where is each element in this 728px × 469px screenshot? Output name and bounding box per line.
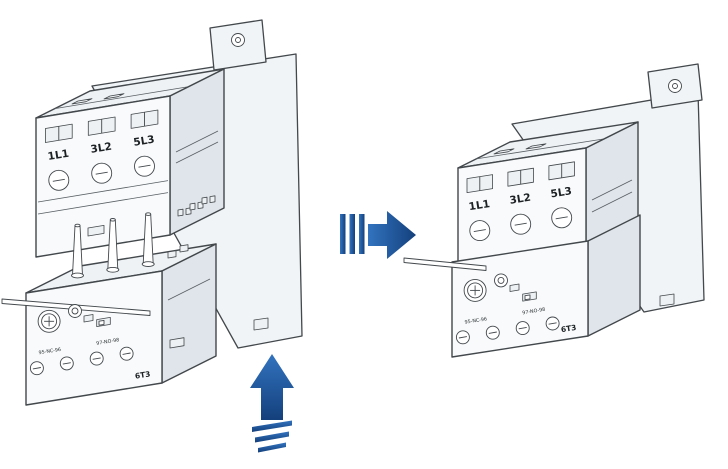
top-vent	[525, 143, 547, 150]
arrow-bar	[340, 214, 346, 254]
reset-button	[494, 273, 508, 288]
overload-relay: 95-NC-96 97-NO-98 6T3	[1, 212, 217, 406]
terminal-label: 5L3	[133, 134, 156, 149]
assembled-view: 1L1 3L2 5L3	[403, 63, 705, 358]
status-window	[83, 314, 94, 323]
relay-top-socket	[167, 250, 177, 259]
contactor: 1L1 3L2 5L3	[35, 68, 225, 258]
mounting-hole-center-icon	[235, 37, 241, 43]
adjustment-dial	[463, 278, 487, 302]
plug-sockets	[177, 195, 216, 217]
terminal-slots	[45, 109, 159, 143]
aux-contact-label: 97-NO-98	[96, 337, 120, 347]
terminal-label: 5L3	[550, 185, 573, 200]
terminal-slots	[466, 161, 575, 194]
top-groove	[476, 138, 605, 160]
plate-foot	[659, 293, 675, 307]
top-groove	[54, 86, 189, 109]
arrow-bar	[359, 214, 365, 254]
arrow-bar	[349, 214, 355, 254]
exploded-view: 1L1 3L2 5L3	[1, 19, 303, 453]
rail-clip	[169, 337, 185, 349]
trip-lever	[403, 257, 487, 271]
aux-contact-label: 97-NO-98	[522, 307, 546, 317]
front-groove	[37, 180, 169, 203]
insert-direction-arrow	[250, 354, 294, 453]
terminal-label: 1L1	[468, 198, 491, 213]
relay-bottom-terminals	[455, 316, 560, 345]
overload-relay: 95-NC-96 97-NO-98 6T3	[403, 214, 641, 358]
adjustment-dial	[37, 309, 61, 333]
relay-front-face	[25, 270, 163, 406]
mounting-hole-center-icon	[672, 83, 678, 89]
relay-bottom-terminals	[29, 346, 134, 376]
side-vent-line	[591, 191, 633, 213]
relay-top-socket	[179, 244, 189, 253]
reset-button	[68, 304, 82, 318]
right-arrow-icon	[368, 211, 416, 259]
motion-line	[258, 442, 286, 453]
top-vent	[71, 98, 93, 105]
aux-contact-label: 95-NC-96	[38, 347, 61, 356]
motion-line	[255, 431, 289, 443]
side-vent-line	[591, 179, 633, 201]
top-vent	[103, 93, 125, 100]
front-groove	[37, 192, 169, 215]
up-arrow-icon	[250, 354, 294, 420]
plate-foot	[253, 317, 269, 331]
top-vent	[493, 148, 515, 155]
terminal-screws	[469, 207, 573, 242]
assembly-result-arrow	[340, 211, 416, 259]
terminal-label: 3L2	[90, 141, 113, 156]
motion-line	[252, 420, 292, 432]
side-vent-line	[167, 278, 211, 301]
relay-terminal-label: 6T3	[560, 323, 577, 334]
plug-in-pins	[71, 212, 155, 279]
terminal-screws	[48, 155, 155, 191]
test-slider	[96, 316, 111, 328]
latch	[87, 224, 105, 237]
terminal-label: 3L2	[509, 192, 532, 207]
aux-contact-label: 95-NC-96	[464, 316, 487, 325]
side-vent-line	[175, 141, 219, 164]
terminal-label: 1L1	[47, 148, 70, 163]
status-window	[509, 283, 520, 292]
side-vent-line	[175, 130, 219, 153]
relay-terminal-label: 6T3	[134, 369, 151, 380]
test-slider	[522, 291, 537, 302]
